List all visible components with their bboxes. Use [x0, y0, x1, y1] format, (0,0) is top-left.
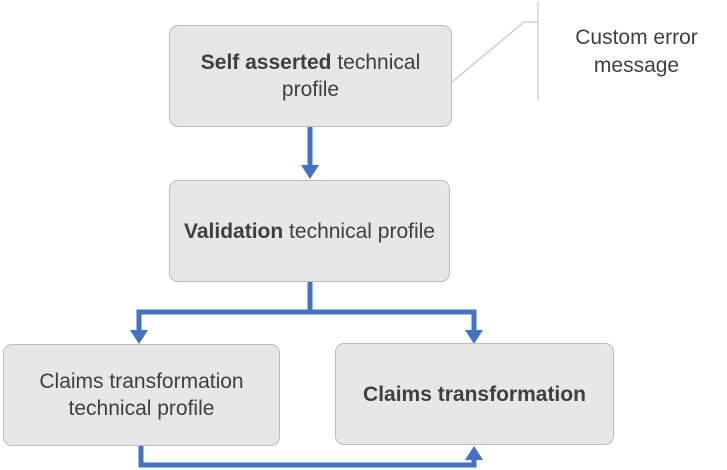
node-validation-technical-profile: Validation technical profile: [169, 180, 450, 282]
node-label: Claims transformation: [363, 381, 586, 408]
node-label-bold: Claims transformation: [363, 382, 586, 406]
node-label: Claims transformation technical profile: [18, 368, 265, 422]
node-label-bold: Validation: [184, 219, 284, 243]
node-label-rest: technical profile: [283, 219, 435, 243]
arrow-claims-tp-to-claims: [138, 445, 483, 468]
node-self-asserted-technical-profile: Self asserted technical profile: [169, 25, 452, 127]
node-label: Validation technical profile: [184, 218, 435, 245]
node-claims-transformation: Claims transformation: [335, 343, 614, 445]
arrow-validation-branch: [130, 281, 483, 344]
node-label-bold: Self asserted: [200, 51, 332, 74]
node-label-rest: technical profile: [281, 51, 421, 101]
arrow-self-asserted-to-validation: [301, 127, 319, 179]
node-claims-transformation-technical-profile: Claims transformation technical profile: [3, 344, 280, 446]
callout-custom-error-message: Custom error message: [575, 26, 698, 77]
callout-leader-lines: [451, 2, 539, 100]
node-label: Self asserted technical profile: [184, 49, 437, 103]
node-label-rest: Claims transformation technical profile: [39, 370, 244, 420]
